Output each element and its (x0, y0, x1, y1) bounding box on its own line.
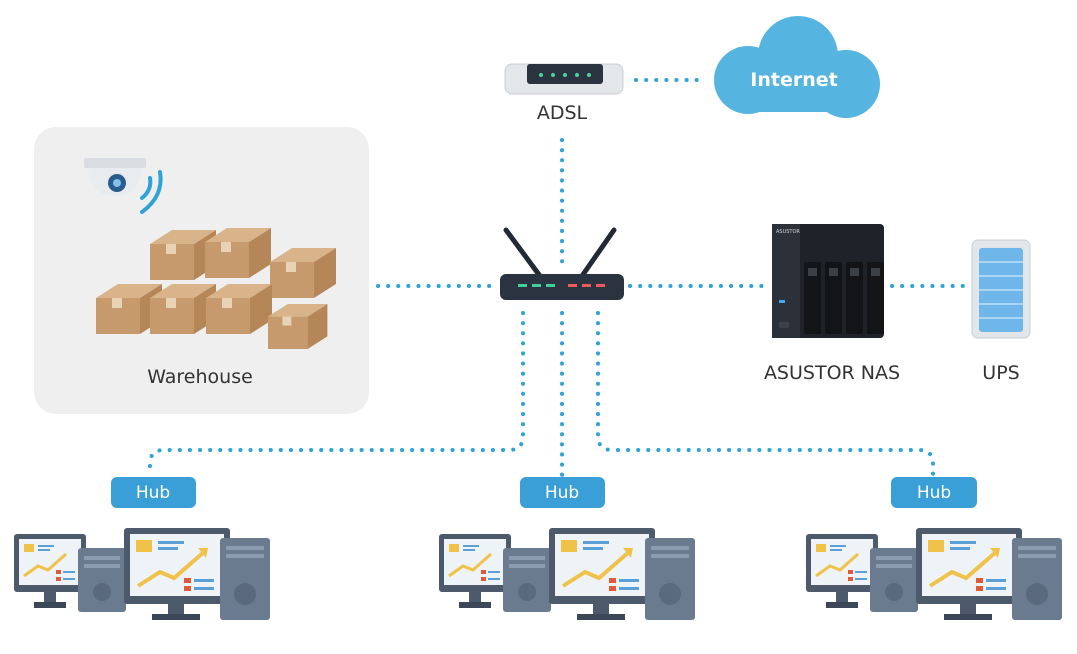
hub-right: Hub (891, 477, 977, 508)
nas-icon: ASUSTOR (772, 224, 884, 338)
camera-icon (84, 158, 163, 214)
ups-label: UPS (982, 362, 1019, 384)
nas-label: ASUSTOR NAS (764, 362, 900, 384)
connector-lines (148, 78, 970, 478)
link-router-hub-right (596, 311, 935, 478)
adsl-modem-icon (504, 63, 624, 95)
computer-icon (804, 526, 1064, 622)
ups-device: UPS (971, 239, 1031, 384)
hub-left: Hub (111, 477, 196, 508)
adsl-modem: ADSL (504, 63, 624, 124)
internet-cloud: Internet (714, 16, 880, 118)
warehouse-panel: Warehouse (34, 127, 369, 414)
router-icon (500, 227, 624, 300)
adsl-label: ADSL (537, 102, 588, 124)
cloud-icon (714, 16, 880, 118)
nas-brand-label: ASUSTOR (776, 229, 800, 235)
router (500, 227, 624, 300)
warehouse-label: Warehouse (147, 366, 253, 388)
hub-left-label: Hub (136, 483, 170, 503)
ups-icon (971, 239, 1031, 339)
hub-center-label: Hub (545, 483, 579, 503)
internet-label: Internet (750, 69, 837, 91)
computer-icon (12, 526, 272, 622)
computer-icon (437, 526, 697, 622)
hub-center: Hub (520, 477, 605, 508)
hub-right-label: Hub (917, 483, 951, 503)
nas-device: ASUSTOR ASUSTOR NAS (764, 224, 900, 384)
